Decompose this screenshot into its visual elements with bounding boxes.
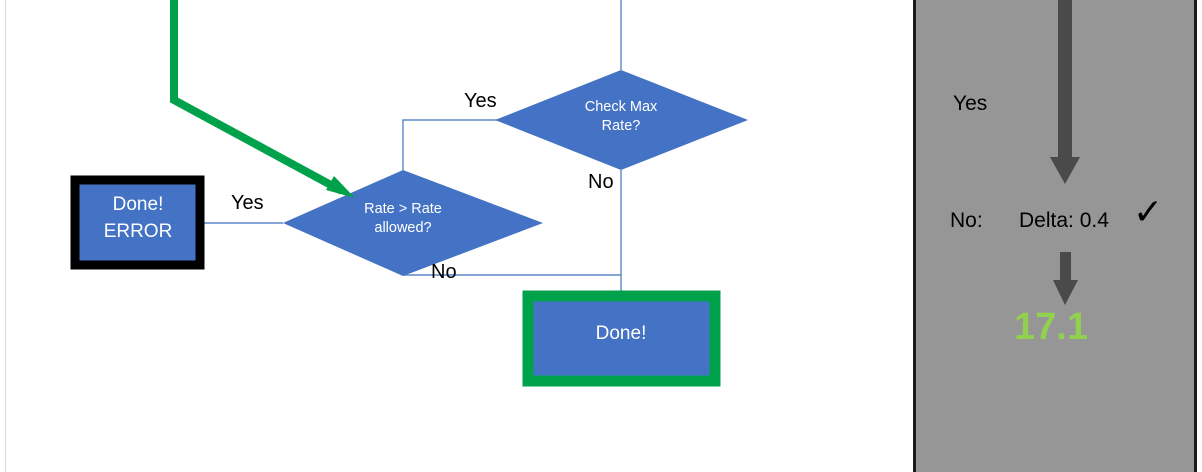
connector-yes-check-to-rate (402, 119, 497, 170)
connector-lines (200, 0, 622, 296)
left-edge-rule (5, 0, 6, 472)
panel-yes-label: Yes (953, 92, 988, 115)
highlight-arrow-green (170, 0, 355, 198)
edge-label-yes-check-max: Yes (464, 90, 497, 112)
panel-no-label: No: (950, 209, 983, 232)
result-panel: Yes No: Delta: 0.4 ✓ 17.1 (913, 0, 1197, 472)
edge-label-no-rate-allowed: No (431, 261, 457, 283)
panel-result-value: 17.1 (1014, 306, 1088, 348)
panel-delta-value: Delta: 0.4 (1019, 209, 1109, 232)
check-mark-icon: ✓ (1133, 191, 1164, 232)
arrow-down-long-icon (1050, 0, 1080, 184)
panel-arrows-graphic (1050, 0, 1080, 305)
flowchart-graphic (70, 0, 748, 387)
arrow-down-short-icon (1053, 252, 1078, 305)
edge-label-no-check-max: No (588, 171, 614, 193)
shape-rate-gt-allowed (283, 170, 543, 276)
edge-label-yes-rate-allowed: Yes (231, 192, 264, 214)
shape-done-error (70, 175, 205, 270)
shape-done-ok (522, 290, 721, 387)
shape-check-max-rate (495, 70, 748, 170)
